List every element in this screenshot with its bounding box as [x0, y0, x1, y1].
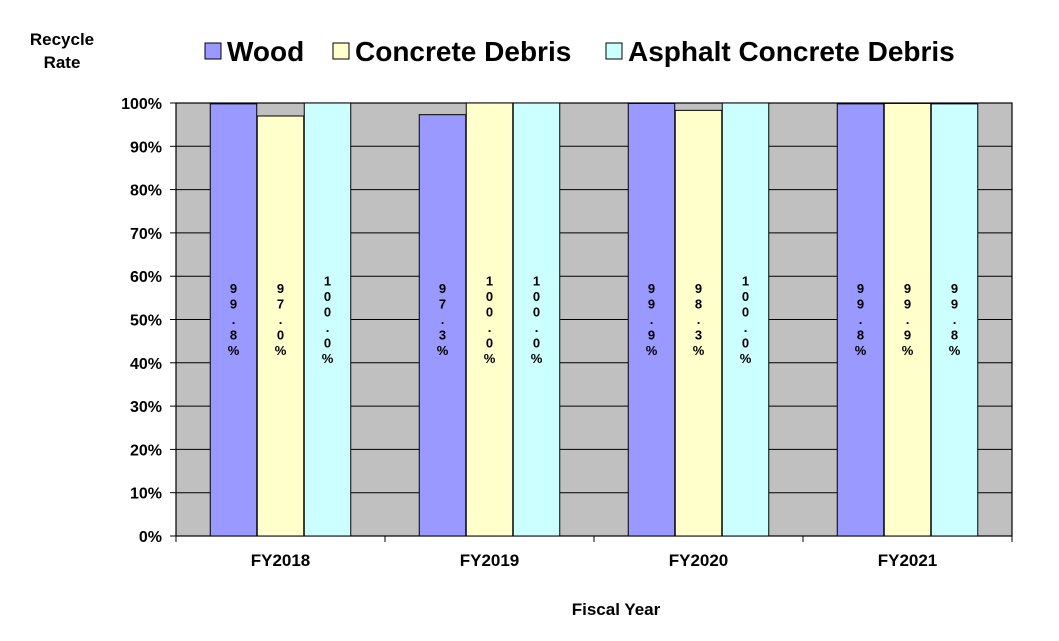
x-category-label: FY2019 [460, 551, 520, 570]
legend-label: Concrete Debris [355, 36, 571, 67]
legend-label: Asphalt Concrete Debris [628, 36, 955, 67]
y-tick-label: 40% [130, 356, 162, 373]
y-tick-label: 30% [130, 399, 162, 416]
legend-swatch [605, 42, 623, 60]
y-axis-title-line-2: Rate [44, 53, 81, 72]
y-tick-label: 60% [130, 269, 162, 286]
bar-wood [209, 103, 258, 537]
legend-label: Wood [227, 36, 304, 67]
bar-wood [418, 114, 467, 537]
y-tick-label: 90% [130, 139, 162, 156]
y-tick-label: 70% [130, 226, 162, 243]
y-tick-label: 10% [130, 486, 162, 503]
legend: Wood Concrete Debris Asphalt Concrete Debr… [204, 36, 955, 67]
bar-concrete-debris [256, 115, 305, 537]
bar-asphalt-concrete-debris [303, 102, 352, 537]
y-axis-title-line-1: Recycle [30, 30, 94, 49]
bar-asphalt-concrete-debris [512, 102, 561, 537]
y-axis-ticks: 0% 10% 20% 30% 40% 50% 60% 70% 80% 90% 100% [121, 96, 176, 546]
y-tick-label: 80% [130, 183, 162, 200]
x-axis-title: Fiscal Year [572, 600, 661, 619]
x-category-label: FY2021 [878, 551, 938, 570]
legend-swatch [204, 42, 222, 60]
legend-swatch [332, 42, 350, 60]
bars [209, 102, 979, 537]
bar-wood [836, 103, 885, 537]
bar-wood [627, 102, 676, 537]
x-axis-categories: FY2018 FY2019 FY2020 FY2021 [175, 536, 1013, 570]
y-tick-label: 50% [130, 313, 162, 330]
bar-asphalt-concrete-debris [721, 102, 770, 537]
bar-concrete-debris [465, 102, 514, 537]
bar-concrete-debris [883, 102, 932, 537]
bar-asphalt-concrete-debris [930, 103, 979, 537]
x-category-label: FY2020 [669, 551, 729, 570]
y-tick-label: 100% [121, 96, 162, 113]
x-category-label: FY2018 [251, 551, 311, 570]
y-tick-label: 0% [139, 529, 162, 546]
y-tick-label: 20% [130, 442, 162, 459]
